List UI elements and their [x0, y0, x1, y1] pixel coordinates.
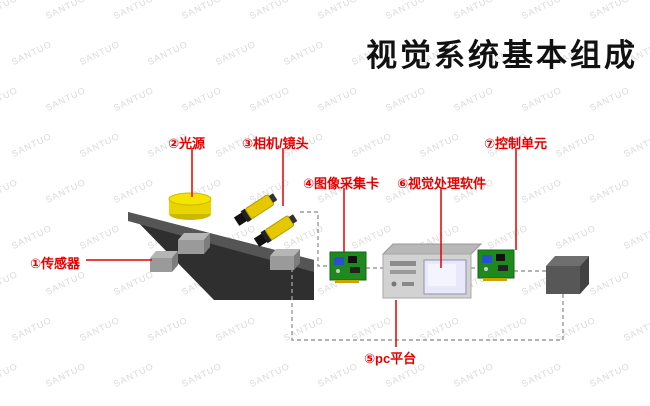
label-light-source: ②光源	[168, 136, 206, 151]
conveyor-belt	[128, 212, 314, 300]
capture-card-board	[329, 251, 367, 283]
leader-lines	[86, 148, 517, 347]
control-unit-board	[477, 249, 515, 281]
output-box	[546, 256, 589, 294]
label-control-unit: ⑦控制单元	[484, 136, 548, 151]
label-capture-card: ④图像采集卡	[303, 176, 380, 191]
sensor-target-box	[150, 251, 178, 272]
label-sensor: ①传感器	[30, 256, 81, 271]
label-pc-platform: ⑤pc平台	[364, 351, 417, 366]
box-on-belt-2	[270, 249, 300, 270]
label-vision-software: ⑥视觉处理软件	[397, 176, 487, 191]
light-source-cylinder	[168, 192, 212, 220]
label-camera-lens: ③相机/镜头	[242, 136, 309, 151]
page-title: 视觉系统基本组成	[366, 38, 638, 73]
camera-2	[253, 214, 298, 247]
dashed-connection-lines	[291, 211, 564, 341]
pc-platform	[381, 243, 483, 299]
box-on-belt-1	[178, 233, 210, 254]
camera-1	[233, 193, 278, 226]
